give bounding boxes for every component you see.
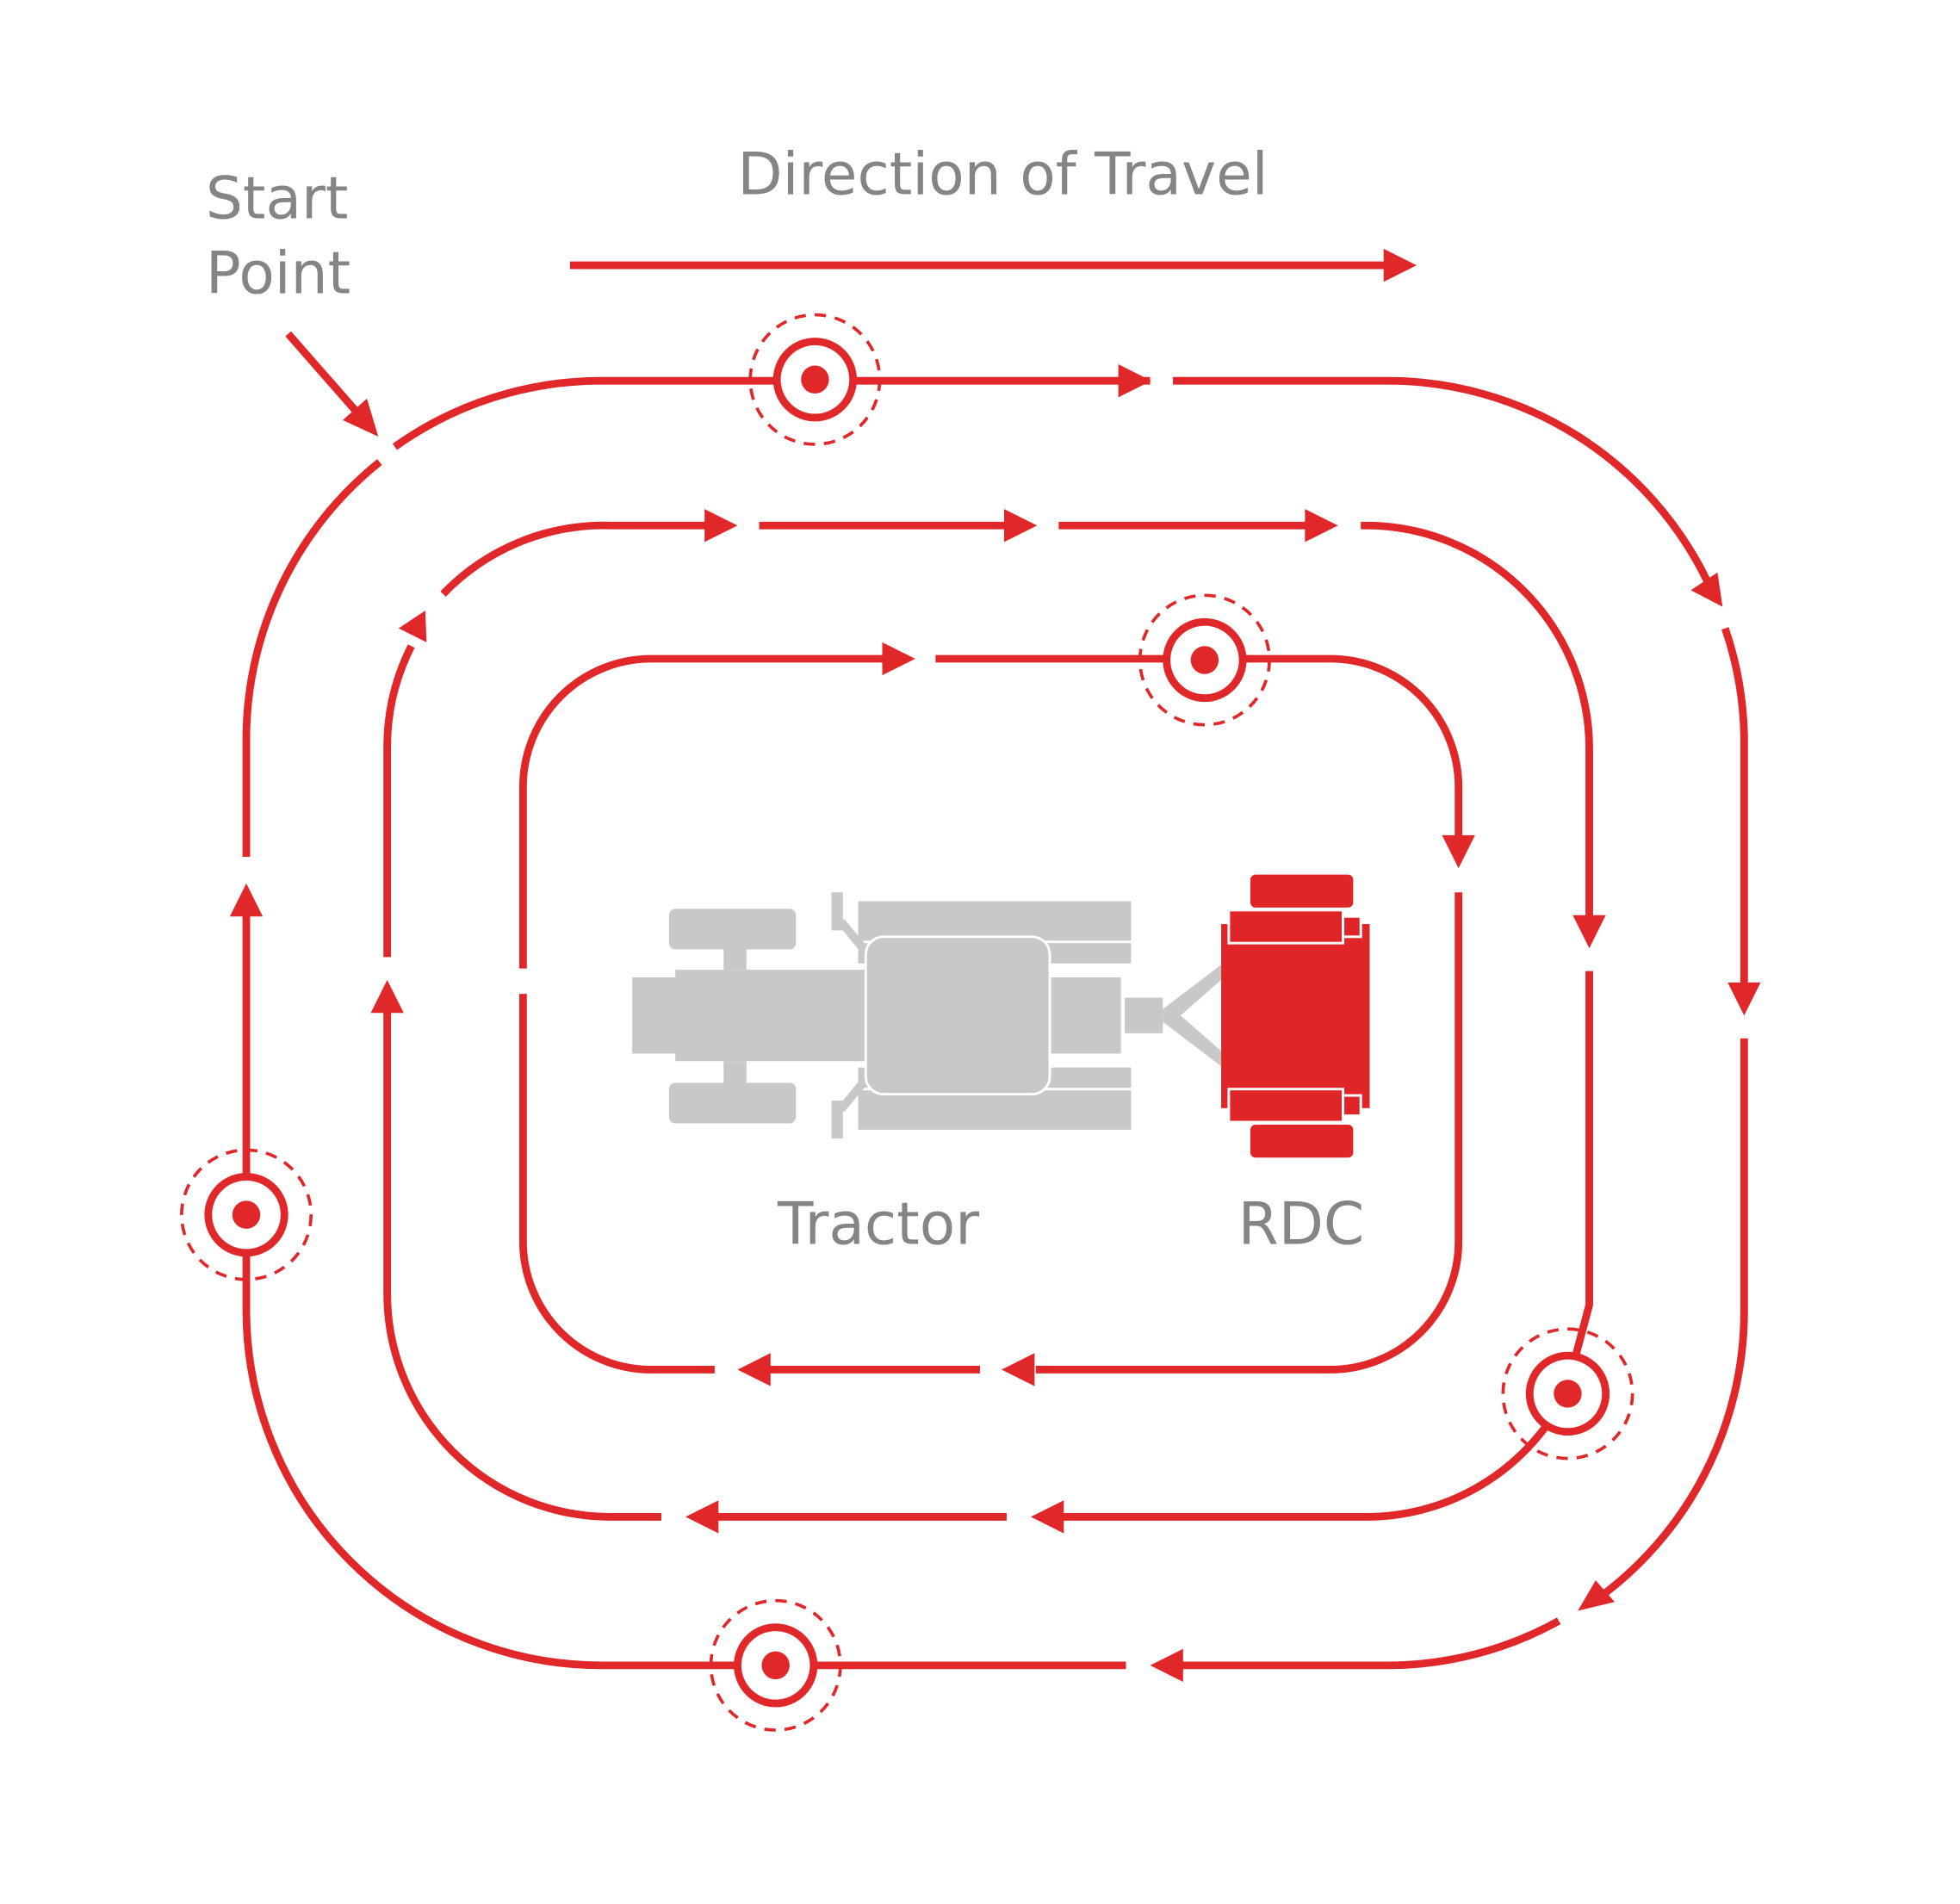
marker-inner [1138,593,1271,727]
marker-bottom [709,1598,842,1732]
marker-top [748,313,882,446]
middle-loop-path [383,521,1593,1521]
direction-of-travel-arrow [569,248,1417,282]
outer-loop-arrowheads [229,364,1761,1683]
rdc-label: RDC [1238,1190,1365,1258]
marker-left [180,1148,313,1281]
inner-loop-arrowheads [737,642,1475,1386]
start-point-label-line1: Start [206,164,349,233]
tractor-label: Tractor [777,1190,979,1258]
direction-of-travel-label: Direction of Travel [737,140,1268,208]
inner-loop-path [518,654,1463,1374]
rdc-icon [1221,874,1370,1158]
middle-loop-arrowheads [370,509,1606,1534]
tractor-icon [632,892,1222,1139]
start-point-label-line2: Point [206,239,350,307]
marker-right [1501,1327,1634,1461]
outer-loop-path [242,376,1748,1670]
start-point-arrow [285,331,379,437]
